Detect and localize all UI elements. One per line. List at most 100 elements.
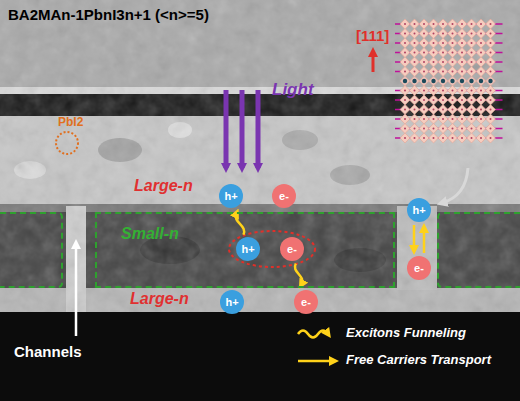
carrier-arrow	[413, 225, 416, 250]
direction-arrow	[372, 52, 375, 72]
layer-box: Small-nh+e-	[95, 212, 395, 288]
lattice-octahedron	[410, 133, 420, 143]
lattice-octahedron	[400, 86, 410, 96]
lattice-octahedron	[410, 19, 420, 29]
lattice-octahedron	[467, 124, 477, 134]
lattice-atom	[404, 128, 406, 130]
lattice-octahedron	[457, 67, 467, 77]
lattice-atom	[433, 118, 435, 120]
lattice-atom	[423, 90, 425, 92]
lattice-atom	[460, 79, 464, 83]
lattice-atom	[461, 109, 463, 111]
lattice-octahedron	[438, 114, 448, 124]
lattice-atom	[423, 71, 425, 73]
lattice-atom	[433, 52, 435, 54]
lattice-octahedron	[457, 76, 467, 86]
lattice-atom	[423, 33, 425, 35]
lattice-octahedron	[476, 67, 486, 77]
lattice-octahedron	[448, 76, 458, 86]
lattice-atom	[480, 33, 482, 35]
lattice-atom	[461, 61, 463, 63]
lattice-octahedron	[419, 133, 429, 143]
light-label: Light	[272, 80, 314, 100]
lattice-octahedron	[410, 67, 420, 77]
lattice-octahedron	[400, 124, 410, 134]
lattice-octahedron	[419, 29, 429, 39]
channels-label: Channels	[14, 343, 82, 360]
carrier-arrow	[295, 264, 303, 285]
lattice-atom	[433, 71, 435, 73]
lattice-octahedron	[429, 105, 439, 115]
lattice-atom	[442, 90, 444, 92]
lattice-atom	[490, 118, 492, 120]
carrier-symbol: e-	[414, 263, 424, 274]
lattice-octahedron	[448, 114, 458, 124]
lattice-octahedron	[467, 95, 477, 105]
lattice-atom	[431, 79, 435, 83]
lattice-octahedron	[419, 86, 429, 96]
lattice-octahedron	[457, 105, 467, 115]
legend-text: Excitons Funneling	[346, 326, 466, 341]
lattice-octahedron	[476, 57, 486, 67]
lattice-octahedron	[410, 95, 420, 105]
lattice-atom	[471, 71, 473, 73]
lattice-octahedron	[438, 95, 448, 105]
lattice-atom	[404, 109, 406, 111]
lattice-atom	[450, 79, 454, 83]
lattice-octahedron	[410, 76, 420, 86]
lattice-octahedron	[457, 86, 467, 96]
lattice-atom	[433, 137, 435, 139]
lattice-atom	[479, 79, 483, 83]
lattice-atom	[442, 42, 444, 44]
lattice-atom	[490, 52, 492, 54]
lattice-octahedron	[457, 38, 467, 48]
lattice-atom	[414, 109, 416, 111]
lattice-atom	[433, 33, 435, 35]
lattice-octahedron	[448, 105, 458, 115]
lattice-atom	[423, 23, 425, 25]
lattice-atom	[423, 137, 425, 139]
lattice-octahedron	[438, 29, 448, 39]
lattice-atom	[461, 33, 463, 35]
hole-circle: h+	[220, 290, 244, 314]
lattice-octahedron	[457, 19, 467, 29]
lattice-illustration	[395, 19, 503, 143]
hole-circle: h+	[407, 198, 431, 222]
lattice-octahedron	[429, 133, 439, 143]
lattice-atom	[414, 61, 416, 63]
lattice-octahedron	[410, 38, 420, 48]
formula-title: BA2MAn-1PbnI3n+1 (<n>=5)	[8, 6, 209, 23]
lattice-octahedron	[476, 133, 486, 143]
lattice-atom	[471, 52, 473, 54]
lattice-atom	[461, 118, 463, 120]
lattice-octahedron	[419, 48, 429, 58]
lattice-atom	[480, 128, 482, 130]
lattice-atom	[461, 42, 463, 44]
lattice-atom	[433, 61, 435, 63]
lattice-atom	[461, 23, 463, 25]
lattice-octahedron	[438, 133, 448, 143]
lattice-atom	[404, 90, 406, 92]
lattice-atom	[452, 61, 454, 63]
lattice-octahedron	[476, 48, 486, 58]
lattice-atom	[480, 42, 482, 44]
lattice-octahedron	[419, 67, 429, 77]
carrier-arrow	[423, 228, 426, 253]
lattice-octahedron	[457, 95, 467, 105]
lattice-atom	[404, 137, 406, 139]
lattice-octahedron	[476, 19, 486, 29]
lattice-atom	[404, 118, 406, 120]
lattice-octahedron	[419, 124, 429, 134]
lattice-octahedron	[476, 124, 486, 134]
lattice-atom	[423, 109, 425, 111]
light-arrows	[226, 90, 258, 168]
lattice-octahedron	[476, 105, 486, 115]
lattice-octahedron	[410, 86, 420, 96]
lattice-octahedron	[400, 133, 410, 143]
lattice-octahedron	[400, 48, 410, 58]
lattice-octahedron	[448, 86, 458, 96]
lattice-octahedron	[438, 76, 448, 86]
lattice-octahedron	[467, 114, 477, 124]
